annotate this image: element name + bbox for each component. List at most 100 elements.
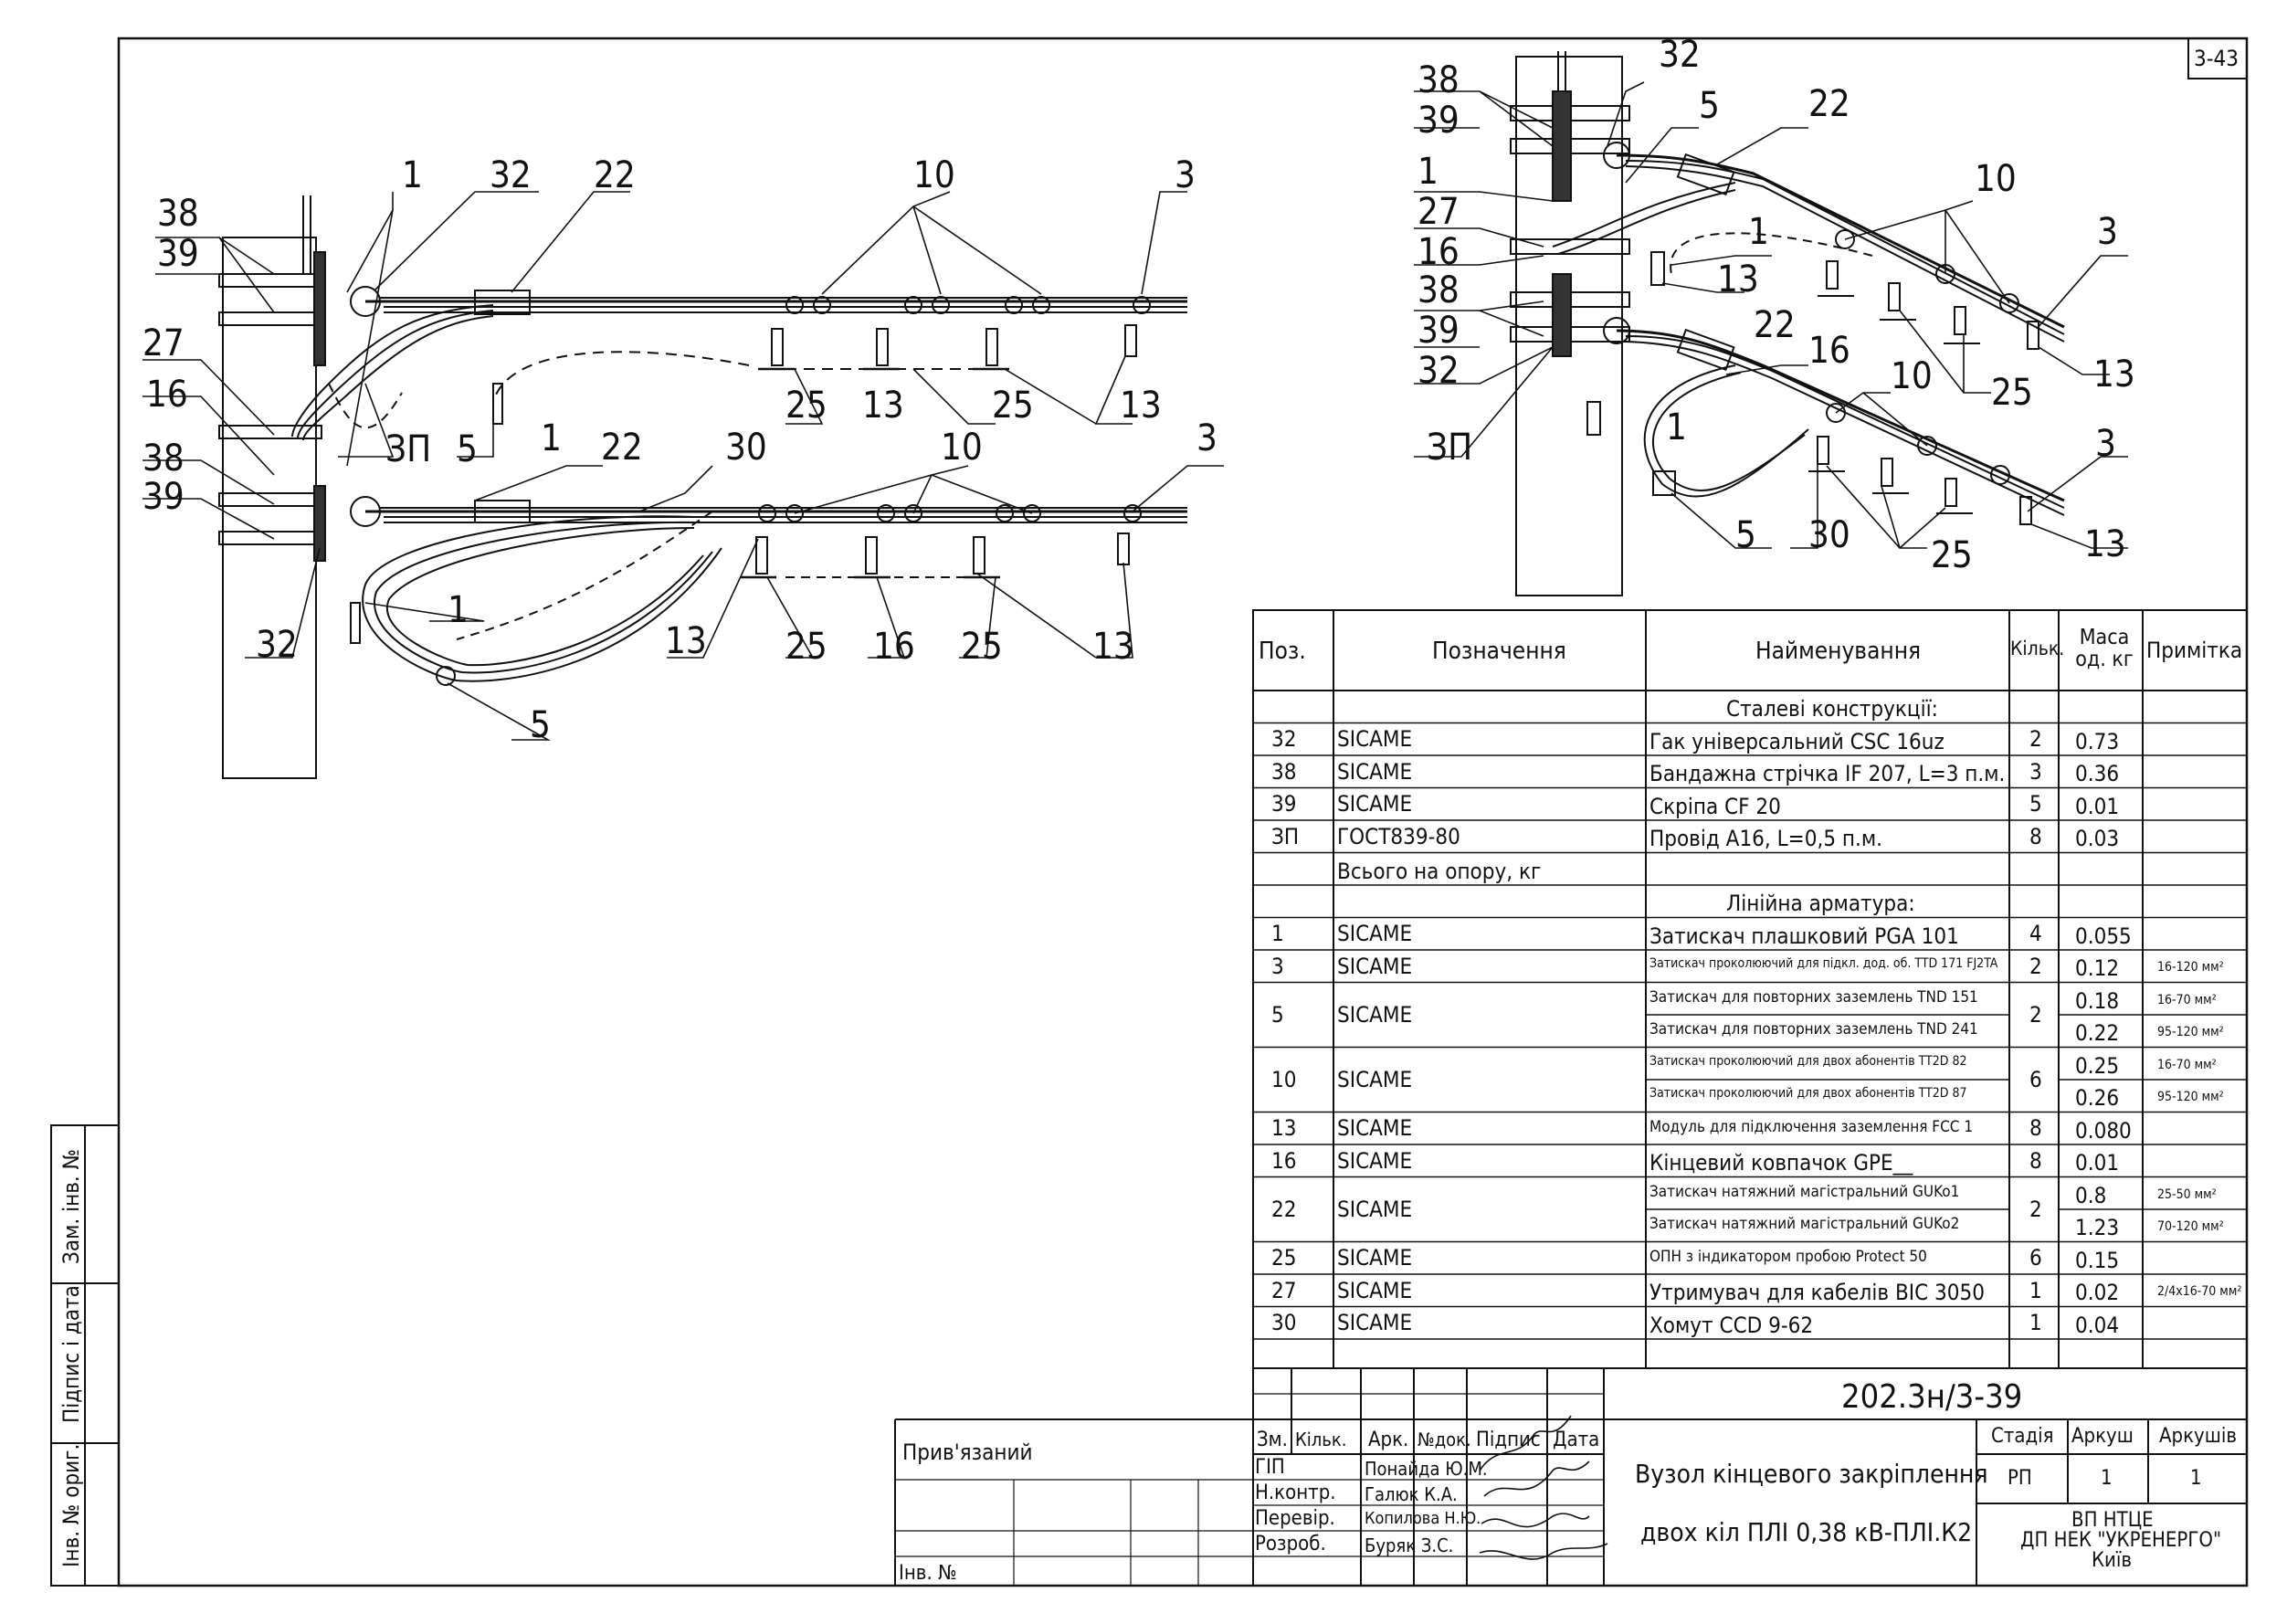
doc-code: 202.3н/3-39 (1841, 1378, 2023, 1416)
row-pos: ЗП (1271, 823, 1300, 849)
inv-no-label: Інв. № (899, 1562, 957, 1585)
row-name: Провід А16, L=0,5 п.м. (1649, 826, 1883, 851)
left-callout-label: 25 (785, 385, 827, 427)
role-gip: ГІП (1255, 1456, 1285, 1479)
row-name-2: Затискач для повторних заземлень TND 241 (1649, 1020, 1978, 1039)
row-mass: 0.36 (2075, 761, 2120, 786)
sheets-header: Аркушів (2159, 1425, 2238, 1448)
left-callout-label: 3 (1196, 417, 1217, 459)
col-header-qty: Кільк. (2010, 638, 2065, 659)
left-callout-label: 16 (873, 626, 915, 668)
row-designation: SICAME (1337, 1067, 1413, 1092)
row-mass-2: 0.26 (2075, 1085, 2120, 1111)
sheet-code: 3-43 (2194, 46, 2239, 71)
row-note: 16-70 мм² (2157, 1057, 2217, 1072)
row-name-2: Затискач проколюючий для двох абонентів … (1649, 1086, 1967, 1101)
row-qty: 2 (2029, 1002, 2042, 1028)
row-mass-2: 1.23 (2075, 1215, 2120, 1240)
row-note: 25-50 мм² (2157, 1186, 2217, 1202)
right-callout-label: 25 (1931, 534, 1973, 576)
right-callout-label: 3 (2095, 423, 2116, 465)
row-designation: SICAME (1337, 921, 1413, 947)
row-qty: 3 (2029, 758, 2042, 785)
left-callout-label: 10 (941, 427, 983, 469)
row-designation: SICAME (1337, 1245, 1413, 1271)
col-ark: Арк. (1368, 1429, 1409, 1451)
left-callout-label: 39 (157, 233, 199, 275)
row-pos: 3 (1271, 953, 1284, 979)
row-qty: 1 (2029, 1310, 2042, 1336)
right-callout-label: 5 (1735, 514, 1756, 556)
left-callout-label: 39 (142, 476, 184, 518)
right-callout-label: 30 (1808, 514, 1850, 556)
sheet-code-box (2187, 37, 2248, 79)
row-pos: 27 (1271, 1277, 1297, 1303)
row-designation: SICAME (1337, 1115, 1413, 1142)
row-mass: 0.15 (2075, 1247, 2120, 1273)
left-callout-label: 1 (402, 154, 423, 196)
row-designation: SICAME (1337, 1310, 1413, 1336)
row-name: Затискач проколюючий для підкл. дод. об.… (1649, 956, 1998, 971)
row-pos: 1 (1271, 921, 1284, 947)
section-line: Лінійна арматура: (1726, 891, 1915, 916)
left-callout-label: 38 (142, 438, 184, 480)
row-mass: 0.055 (2075, 923, 2132, 949)
row-name: Затискач плашковий PGA 101 (1649, 923, 1959, 949)
right-callout-label: 13 (2093, 353, 2135, 395)
row-name: Утримувач для кабелів BIC 3050 (1649, 1280, 1985, 1305)
col-header-pos: Поз. (1259, 638, 1306, 665)
row-name: ОПН з індикатором пробою Protect 50 (1649, 1247, 1927, 1266)
col-header-note: Примітка (2146, 638, 2243, 663)
row-designation: SICAME (1337, 791, 1413, 817)
row-qty: 6 (2029, 1245, 2042, 1271)
row-designation: SICAME (1337, 1002, 1413, 1028)
left-callout-label: 27 (142, 322, 184, 364)
row-mass: 0.03 (2075, 826, 2120, 851)
right-callout-label: 1 (1418, 151, 1439, 193)
row-name: Кінцевий ковпачок GPE__ (1649, 1150, 1913, 1176)
right-callout-label: 32 (1418, 350, 1460, 392)
spec-table-rows (1253, 722, 2247, 1340)
row-qty: 2 (2029, 1197, 2042, 1222)
left-callout-label: 22 (594, 154, 636, 196)
row-note-2: 70-120 мм² (2157, 1219, 2224, 1234)
row-note: 16-70 мм² (2157, 992, 2217, 1007)
row-qty: 4 (2029, 921, 2042, 947)
left-callout-label: 3 (1175, 154, 1196, 196)
right-callout-label: 5 (1699, 85, 1720, 127)
row-mass: 0.18 (2075, 987, 2120, 1014)
right-callout-label: 27 (1418, 191, 1460, 233)
row-qty: 6 (2029, 1067, 2042, 1092)
right-callout-label: 39 (1418, 310, 1460, 352)
right-callout-label: ЗП (1427, 427, 1473, 469)
right-callout-label: 13 (2084, 523, 2126, 565)
left-callout-label: 32 (256, 624, 298, 666)
row-mass: 0.12 (2075, 955, 2120, 981)
row-mass: 0.73 (2075, 728, 2120, 754)
row-pos: 30 (1271, 1310, 1297, 1336)
col-date: Дата (1553, 1429, 1600, 1451)
row-name: Модуль для підключення заземлення FCC 1 (1649, 1117, 1974, 1136)
row-name: Хомут CCD 9-62 (1649, 1312, 1814, 1338)
stage-header: Стадія (1991, 1425, 2054, 1448)
right-callout-label: 10 (1975, 158, 2017, 200)
row-name: Скріпа CF 20 (1649, 793, 1781, 819)
stamp-replaced-inv: Зам. інв. № (58, 1148, 84, 1264)
role-checked: Перевір. (1255, 1507, 1335, 1530)
org-line-1: ВП НТЦЕ (2071, 1509, 2154, 1532)
left-callout-label: 22 (601, 427, 643, 469)
right-callout-label: 38 (1418, 269, 1460, 311)
sheet-value: 1 (2101, 1467, 2113, 1490)
role-norm-control: Н.контр. (1255, 1482, 1336, 1504)
row-pos: 22 (1271, 1197, 1297, 1222)
left-callout-label: 13 (665, 620, 707, 662)
row-name: Гак універсальний CSC 16uz (1649, 728, 1944, 754)
left-callout-label: 25 (785, 626, 827, 668)
row-designation: SICAME (1337, 1277, 1413, 1303)
right-callout-label: 32 (1659, 34, 1701, 76)
right-callout-label: 38 (1418, 59, 1460, 101)
org-line-3: Київ (2092, 1549, 2133, 1572)
left-callout-label: 13 (1120, 385, 1162, 427)
row-designation: SICAME (1337, 726, 1413, 753)
